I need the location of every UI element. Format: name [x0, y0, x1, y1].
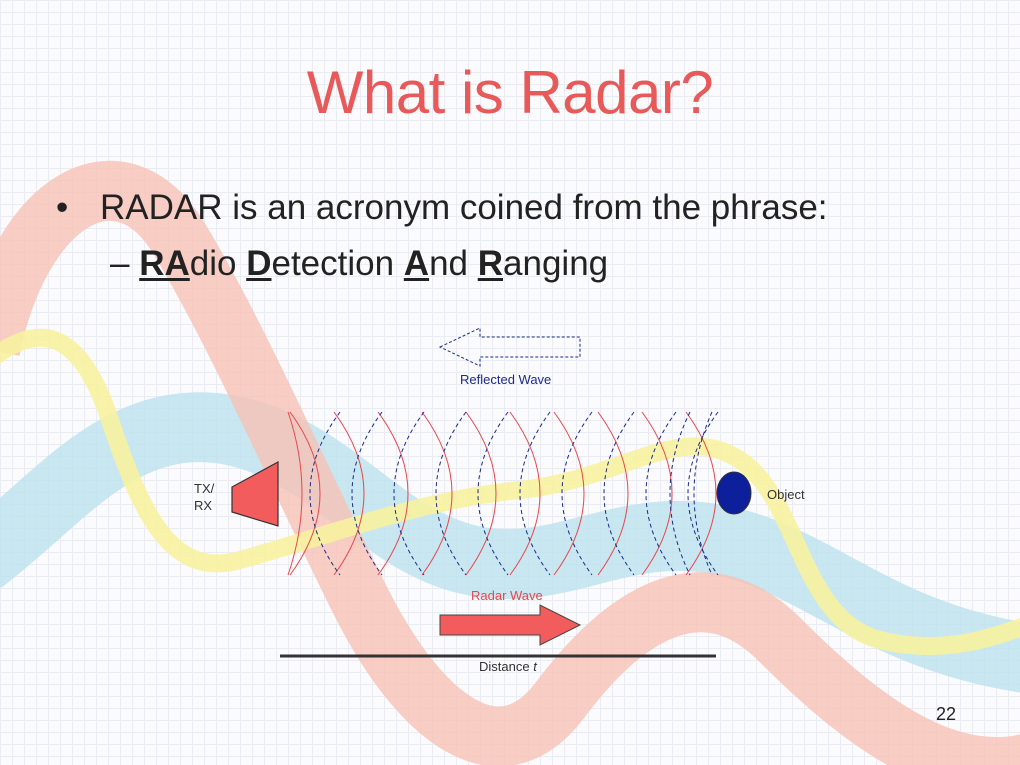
radar-wave-arc	[287, 411, 303, 576]
distance-label-text: Distance	[479, 659, 534, 674]
reflected-wave-arc	[645, 411, 677, 576]
txrx-label-line1: TX/	[194, 481, 215, 496]
radar-wave-arc	[465, 411, 497, 576]
acronym-letter-ra: RA	[139, 244, 190, 283]
object-label: Object	[767, 487, 805, 502]
reflected-wave-arc	[687, 411, 719, 576]
reflected-wave-arc	[561, 411, 593, 576]
txrx-antenna-icon	[231, 460, 279, 527]
radar-wave-arrow	[439, 604, 582, 646]
reflected-wave-arc	[393, 411, 425, 576]
radar-wave-label: Radar Wave	[471, 588, 543, 603]
reflected-wave-arrow	[438, 327, 581, 367]
radar-wave-arc	[553, 411, 585, 576]
bullet-marker: •	[56, 188, 69, 227]
bullet-text: RADAR is an acronym coined from the phra…	[100, 188, 828, 227]
radar-wave-arc	[377, 411, 409, 576]
radar-wave-arc	[289, 411, 321, 576]
reflected-wave-arc	[693, 411, 713, 576]
radar-wave-arc	[509, 411, 541, 576]
reflected-wave-label: Reflected Wave	[460, 372, 552, 387]
radar-wave-arc	[421, 411, 453, 576]
reflected-wave-arc	[351, 411, 383, 576]
bullet-item: • RADAR is an acronym coined from the phr…	[56, 188, 828, 228]
acronym-letter-d: D	[246, 244, 272, 283]
reflected-wave-arc	[477, 411, 509, 576]
reflected-wave-arc	[669, 411, 691, 576]
radar-wave-arc	[597, 411, 629, 576]
distance-variable: t	[533, 659, 537, 674]
txrx-label: TX/ RX	[194, 480, 214, 514]
wave-arcs	[287, 411, 719, 576]
acronym-rest-detection: etection	[271, 244, 404, 283]
acronym-letter-r: R	[477, 244, 504, 283]
radar-wave-arc	[685, 411, 717, 576]
acronym-rest-ranging: anging	[503, 244, 609, 283]
acronym-line: – RAdio Detection And Ranging	[110, 244, 608, 284]
radar-wave-arc	[333, 411, 365, 576]
reflected-wave-arc	[309, 411, 341, 576]
ribbon-red	[0, 160, 1020, 765]
acronym-rest-radio: dio	[189, 244, 247, 283]
slide-title: What is Radar?	[306, 59, 714, 126]
page-number: 22	[936, 704, 957, 724]
acronym-letter-a: A	[403, 244, 430, 283]
acronym-rest-and: nd	[429, 244, 478, 283]
distance-label: Distance t	[479, 659, 537, 674]
object-icon	[716, 471, 752, 515]
radar-wave-arc	[641, 411, 673, 576]
sub-bullet-dash: –	[110, 244, 130, 283]
reflected-wave-arc	[603, 411, 635, 576]
reflected-wave-arc	[519, 411, 551, 576]
txrx-label-line2: RX	[194, 498, 213, 513]
reflected-wave-arc	[435, 411, 467, 576]
